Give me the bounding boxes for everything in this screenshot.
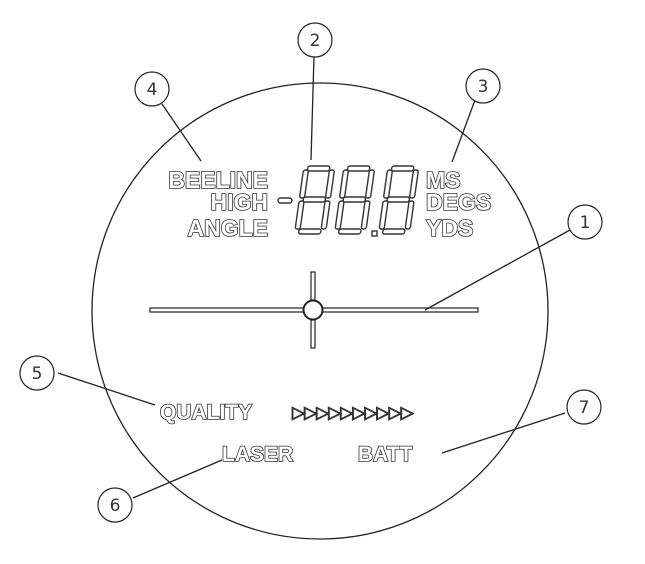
label-degs: DEGS [426, 189, 491, 215]
label-yds: YDS [426, 215, 473, 241]
callout-6: 6 [97, 487, 133, 523]
callout-number-3: 3 [478, 77, 489, 97]
callout-number-4: 4 [147, 80, 158, 100]
decimal-point [371, 230, 378, 237]
callout-2: 2 [297, 22, 333, 58]
callout-number-5: 5 [32, 364, 43, 384]
callout-5: 5 [19, 355, 55, 391]
label-batt: BATT [358, 443, 413, 466]
callout-1: 1 [567, 204, 603, 240]
leader-line-6 [132, 459, 223, 499]
label-high: HIGH [211, 189, 269, 215]
label-laser: LASER [222, 443, 293, 466]
callout-3: 3 [465, 68, 501, 104]
callout-4: 4 [134, 71, 170, 107]
minus-segment [277, 197, 293, 204]
callout-number-7: 7 [579, 398, 590, 418]
numeric-display [277, 165, 419, 237]
label-beeline: BEELINE [168, 167, 268, 193]
leader-line-2 [310, 55, 315, 161]
viewfinder-circle [91, 82, 549, 540]
leader-line-7 [441, 412, 566, 454]
leader-line-3 [451, 99, 476, 163]
callout-number-2: 2 [310, 31, 321, 51]
leader-line-5 [57, 372, 156, 406]
reticle-crosshair [149, 271, 479, 349]
callout-7: 7 [566, 389, 602, 425]
leader-line-1 [424, 229, 571, 311]
callout-number-6: 6 [110, 496, 121, 516]
callout-number-1: 1 [580, 213, 591, 233]
quality-arrows: ▷▷▷▷▷▷▷▷▷▷ [292, 403, 415, 423]
label-quality: QUALITY [160, 401, 252, 424]
leader-line-4 [161, 103, 202, 162]
label-angle: ANGLE [188, 215, 269, 241]
label-ms: MS [426, 167, 461, 193]
